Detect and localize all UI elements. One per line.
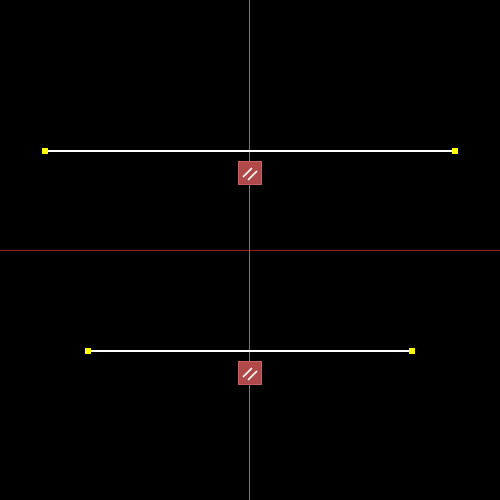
y-axis-line [248, 0, 250, 500]
line-segment-1[interactable] [45, 150, 455, 152]
parallel-icon [242, 367, 258, 381]
segment-1-end-point[interactable] [452, 148, 458, 154]
x-axis-line [0, 249, 500, 251]
parallel-constraint-badge-1[interactable] [238, 161, 262, 185]
parallel-constraint-badge-2[interactable] [238, 361, 262, 385]
segment-2-start-point[interactable] [85, 348, 91, 354]
segment-2-end-point[interactable] [409, 348, 415, 354]
line-segment-2[interactable] [88, 350, 412, 352]
segment-1-start-point[interactable] [42, 148, 48, 154]
parallel-icon [242, 167, 258, 181]
